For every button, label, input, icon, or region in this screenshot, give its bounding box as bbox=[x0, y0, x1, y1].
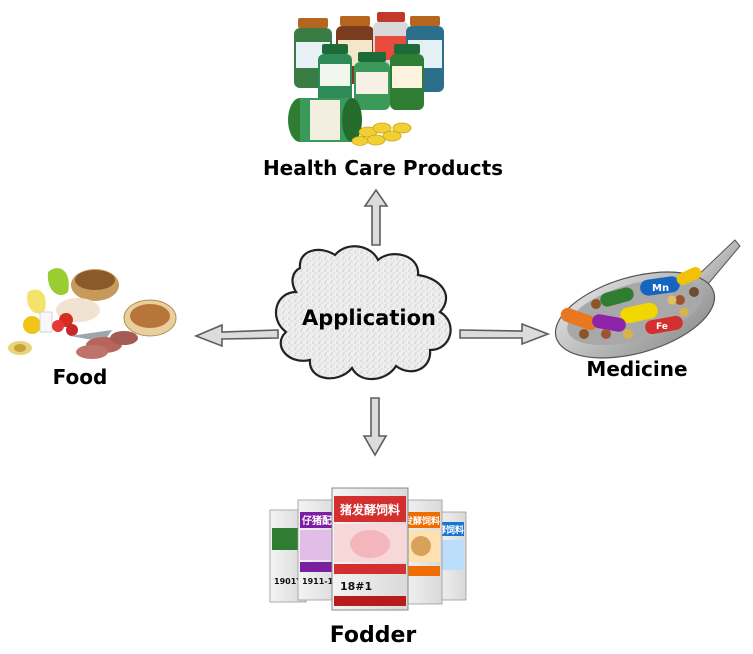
pills-spoon-icon: Mn Fe bbox=[554, 239, 741, 359]
supplement-bottles-icon bbox=[288, 12, 444, 146]
health-care-label: Health Care Products bbox=[263, 156, 503, 180]
medicine-label: Medicine bbox=[586, 357, 687, 381]
pill-mn-label: Mn bbox=[652, 283, 669, 294]
application-cloud: Application bbox=[275, 245, 452, 381]
fodder-bag1-code: 18#1 bbox=[340, 580, 372, 593]
fodder-bag5-code: 1901Y bbox=[274, 577, 302, 586]
food-plate-icon bbox=[8, 268, 177, 359]
application-label: Application bbox=[302, 306, 436, 330]
fodder-bag4-title: 酵饲料 bbox=[437, 524, 464, 536]
arrow-right bbox=[459, 322, 551, 346]
food-label: Food bbox=[53, 365, 108, 389]
arrow-up bbox=[363, 188, 389, 246]
feed-bags-icon: 1901Y 仔猪配合 1911-1 酵饲料 发酵饲料 bbox=[269, 487, 467, 611]
fodder-label: Fodder bbox=[330, 623, 417, 648]
pill-fe-label: Fe bbox=[656, 322, 668, 332]
fodder-bag2-code: 1911-1 bbox=[302, 577, 334, 586]
arrow-down bbox=[362, 397, 388, 457]
fodder-bag1-title: 猪发酵饲料 bbox=[339, 502, 400, 517]
arrow-left bbox=[193, 323, 279, 348]
fodder-bag3-title: 发酵饲料 bbox=[403, 515, 440, 527]
